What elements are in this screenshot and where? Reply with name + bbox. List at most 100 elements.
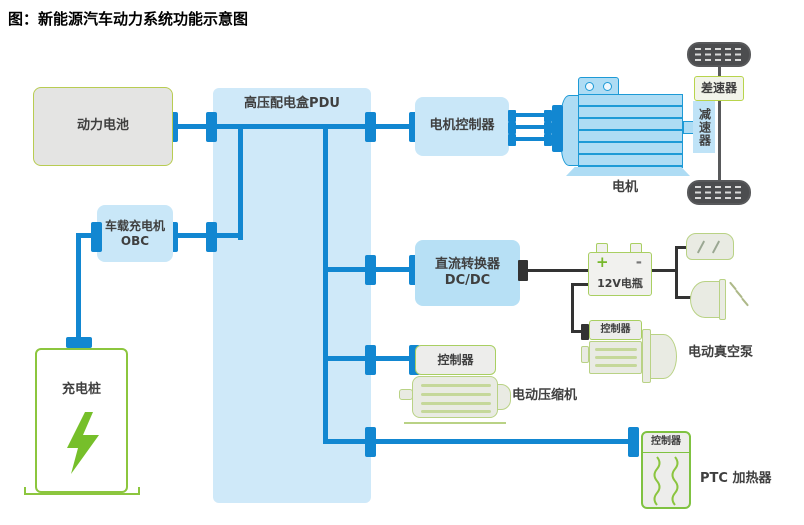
motor-mount-bracket: [578, 77, 619, 96]
vacuum-pump-controller-box: 控制器: [589, 320, 642, 340]
axle-line: [718, 64, 721, 186]
bolt-hole-icon: [585, 82, 594, 91]
pump-controller-black-connector: [581, 324, 589, 340]
phase-line: [516, 125, 546, 129]
sound-wave-icon: [741, 297, 749, 307]
compressor-fin: [421, 410, 491, 413]
motor-end-cap: [561, 95, 579, 166]
phase-connector: [508, 134, 516, 146]
compressor-fin: [421, 402, 491, 405]
ptc-heater-label: PTC 加热器: [700, 471, 772, 486]
motor-controller-box: 电机控制器: [415, 97, 509, 156]
phase-connector: [544, 110, 552, 122]
phase-connector: [508, 110, 516, 122]
compressor-fin: [421, 393, 491, 396]
wire-12v-loads: [652, 269, 677, 272]
compressor-controller-label: 控制器: [437, 352, 474, 367]
pile-top-connector: [66, 337, 92, 348]
ptc-left-connector: [628, 427, 639, 457]
dcdc-label-line1: 直流转换器: [434, 256, 500, 272]
compressor-left-connector: [409, 345, 420, 375]
phase-connector: [544, 122, 552, 134]
pdu-right-top-connector: [365, 112, 376, 142]
differential-box: 差速器: [694, 76, 744, 101]
charging-pile-box: 充电桩: [35, 348, 128, 493]
wheel-bottom: [687, 180, 751, 205]
ptc-heater-box: 控制器: [641, 431, 691, 509]
obc-label-line1: 车载充电机: [104, 218, 165, 233]
phase-connector: [508, 122, 516, 134]
diagram-title: 图：新能源汽车动力系统功能示意图: [8, 10, 249, 28]
pdu-left-top-connector: [206, 112, 217, 142]
slash-mark-icon: [696, 240, 706, 254]
dcdc-right-black-connector: [518, 260, 528, 281]
reducer-label: 减速器: [697, 107, 712, 147]
motor-body: [578, 94, 683, 168]
wire-to-horn: [675, 296, 691, 299]
obc-label-line2: OBC: [120, 233, 150, 248]
pdu-label: 高压配电盒PDU: [244, 96, 340, 111]
power-battery-box: 动力电池: [33, 87, 173, 166]
compressor-base: [404, 418, 506, 424]
compressor-cap: [497, 384, 511, 410]
motor-controller-label: 电机控制器: [429, 118, 495, 134]
phase-connector: [544, 134, 552, 146]
vacuum-pump-label: 电动真空泵: [688, 345, 754, 360]
battery-12v-box: + - 12V电瓶: [588, 252, 652, 296]
phase-line: [516, 113, 546, 117]
compressor-tab: [399, 389, 413, 400]
wire-12v-pump-h1: [572, 283, 588, 286]
ptc-controller-label: 控制器: [651, 436, 681, 448]
wheel-top: [687, 42, 751, 67]
horn-12v-load-plate: [719, 279, 726, 320]
pdu-right-compressor-connector: [365, 345, 376, 375]
charging-pile-base: [24, 487, 140, 495]
power-battery-label: 动力电池: [76, 118, 129, 134]
minus-terminal-label: -: [635, 253, 642, 271]
pump-fin: [595, 356, 637, 359]
obc-pile-line-v: [76, 233, 81, 339]
battery-12v-label: 12V电瓶: [597, 277, 643, 291]
vacuum-pump-dome: [650, 334, 677, 379]
charging-pile-label: 充电桩: [61, 382, 101, 397]
vacuum-pump-controller-label: 控制器: [600, 323, 631, 335]
pdu-internal-line-main: [323, 124, 328, 444]
motor-terminal-bar: [552, 105, 563, 152]
obc-left-connector: [91, 222, 102, 252]
phase-line: [516, 137, 546, 141]
wire-to-light: [675, 246, 687, 249]
compressor-label: 电动压缩机: [512, 388, 578, 403]
light-12v-load: [686, 233, 734, 260]
pdu-left-obc-connector: [206, 222, 217, 252]
ptc-controller-section: 控制器: [643, 433, 689, 453]
heating-coil-icon: [653, 456, 679, 506]
ptc-bus-line: [326, 439, 632, 444]
lightning-bolt-icon: [67, 412, 99, 474]
wire-dcdc-to-12v: [528, 269, 588, 272]
horn-12v-load-dome: [690, 281, 720, 318]
wire-12v-pump-h2: [571, 330, 583, 333]
pump-fin: [595, 364, 637, 367]
vacuum-pump-tab: [581, 346, 589, 363]
motor-base: [566, 167, 690, 176]
obc-box: 车载充电机 OBC: [97, 205, 173, 262]
wire-12v-loads-split: [675, 247, 678, 299]
compressor-controller-box: 控制器: [415, 345, 496, 375]
wire-12v-pump-v: [571, 283, 574, 333]
mcu-left-connector: [409, 112, 420, 142]
pump-fin: [595, 348, 637, 351]
pdu-right-ptc-connector: [365, 427, 376, 457]
bolt-hole-icon: [603, 82, 612, 91]
pdu-internal-line-obc: [238, 124, 243, 240]
plus-terminal-label: +: [596, 253, 609, 271]
hv-bus-line: [173, 124, 415, 129]
vacuum-pump-body: [589, 341, 642, 374]
pdu-right-dcdc-connector: [365, 255, 376, 285]
dcdc-box: 直流转换器 DC/DC: [415, 240, 520, 306]
motor-label: 电机: [611, 180, 638, 195]
dcdc-label-line2: DC/DC: [444, 273, 491, 288]
differential-label: 差速器: [700, 81, 737, 95]
obc-pile-line-h: [76, 233, 93, 238]
compressor-body: [412, 376, 498, 418]
